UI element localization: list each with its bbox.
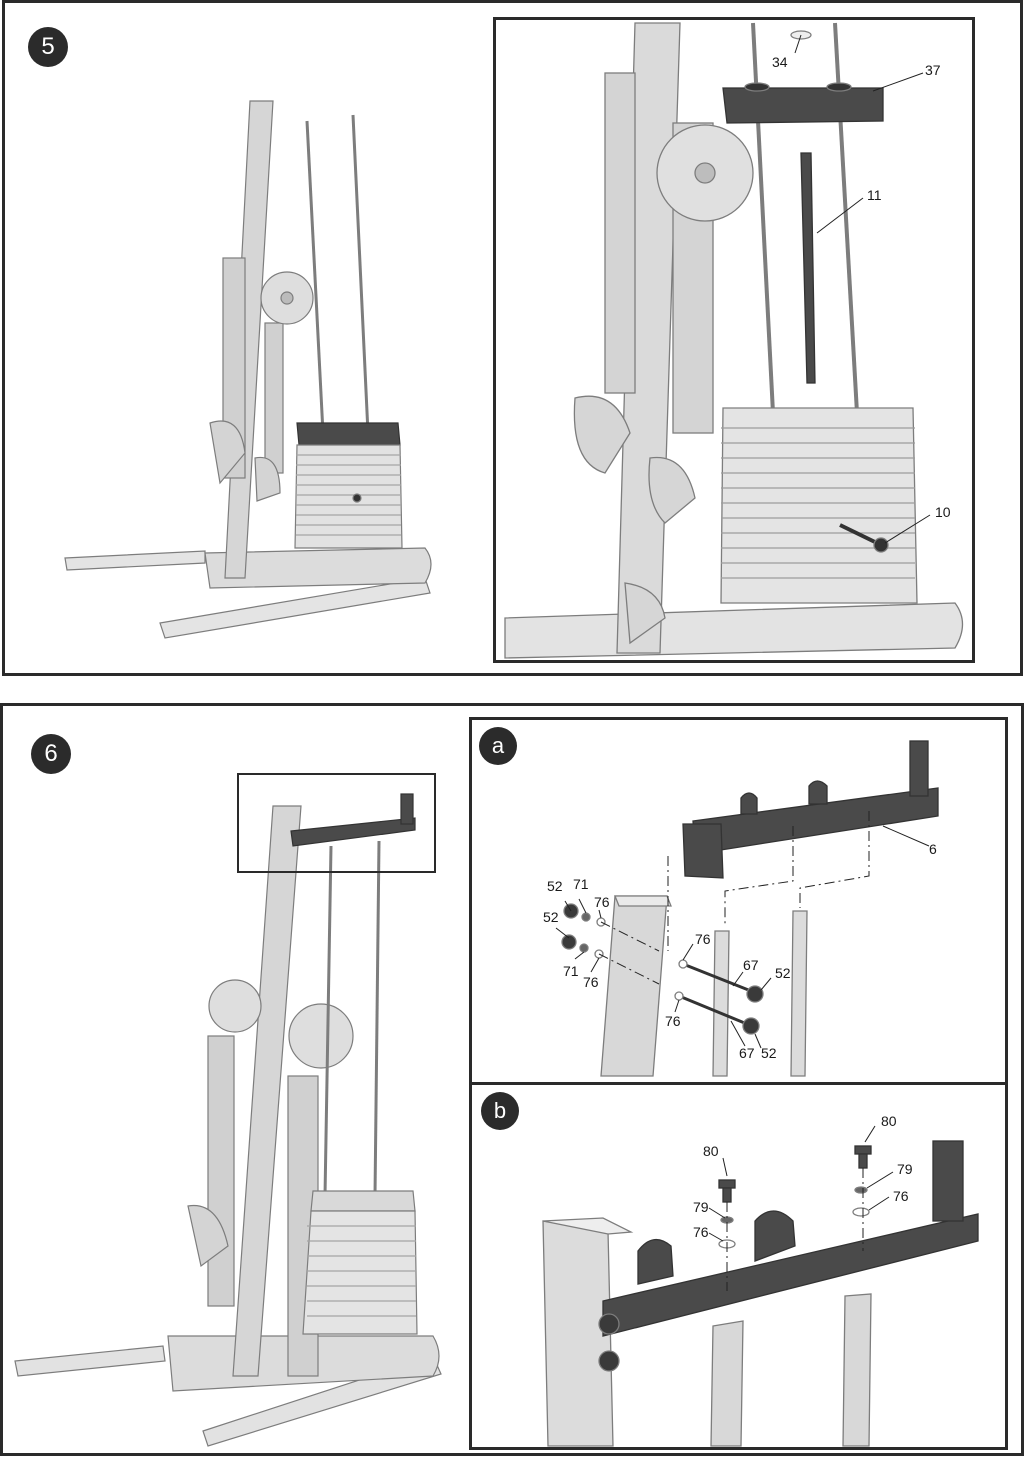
step-6-zoom-box bbox=[237, 773, 436, 873]
leader-11 bbox=[816, 197, 864, 234]
callout-71: 71 bbox=[573, 876, 589, 892]
callout-76-bolt-top: 76 bbox=[695, 931, 711, 947]
callout-76-right: 76 bbox=[893, 1188, 909, 1204]
leader-34 bbox=[794, 34, 802, 54]
step-6-number: 6 bbox=[44, 740, 58, 767]
callout-76: 76 bbox=[594, 894, 610, 910]
step-6-overview-illustration bbox=[14, 793, 442, 1447]
step-6a-badge: a bbox=[479, 727, 517, 765]
step-5-overview-illustration bbox=[64, 100, 432, 639]
step-6b-badge: b bbox=[481, 1092, 519, 1130]
callout-52: 52 bbox=[547, 878, 563, 894]
callout-34: 34 bbox=[772, 54, 788, 70]
callout-52-right: 52 bbox=[775, 965, 791, 981]
step-6-badge: 6 bbox=[31, 734, 71, 774]
leader-37 bbox=[872, 72, 924, 92]
callout-71-lower: 71 bbox=[563, 963, 579, 979]
step-6-detail-illustrations: 6 52 71 76 52 71 76 76 67 52 76 67 52 bbox=[542, 740, 979, 1447]
callout-80-left: 80 bbox=[703, 1143, 719, 1159]
callout-10: 10 bbox=[935, 504, 951, 520]
callout-11: 11 bbox=[867, 187, 882, 203]
callout-76-left: 76 bbox=[693, 1224, 709, 1240]
callout-79-left: 79 bbox=[693, 1199, 709, 1215]
step-6-panel: 6 bbox=[0, 703, 1024, 1456]
step-6b-frame bbox=[469, 1082, 1008, 1450]
callout-80-right: 80 bbox=[881, 1113, 897, 1129]
callout-67-lower: 67 bbox=[739, 1045, 755, 1061]
step-5-number: 5 bbox=[41, 33, 55, 60]
callout-37: 37 bbox=[925, 62, 941, 78]
leader-10 bbox=[884, 514, 931, 544]
callout-52-lower: 52 bbox=[543, 909, 559, 925]
step-5-detail-frame bbox=[493, 17, 975, 663]
step-5-detail-illustration: 34 37 11 10 bbox=[504, 22, 964, 659]
callout-67: 67 bbox=[743, 957, 759, 973]
step-5-badge: 5 bbox=[28, 27, 68, 67]
callout-6: 6 bbox=[929, 841, 937, 857]
callout-76-lower: 76 bbox=[583, 974, 599, 990]
callout-76-bolt-bottom: 76 bbox=[665, 1013, 681, 1029]
step-6b-letter: b bbox=[493, 1098, 507, 1123]
step-5-panel: 5 bbox=[2, 0, 1023, 676]
step-6a-letter: a bbox=[491, 733, 505, 758]
callout-79-right: 79 bbox=[897, 1161, 913, 1177]
callout-52-right-lower: 52 bbox=[761, 1045, 777, 1061]
